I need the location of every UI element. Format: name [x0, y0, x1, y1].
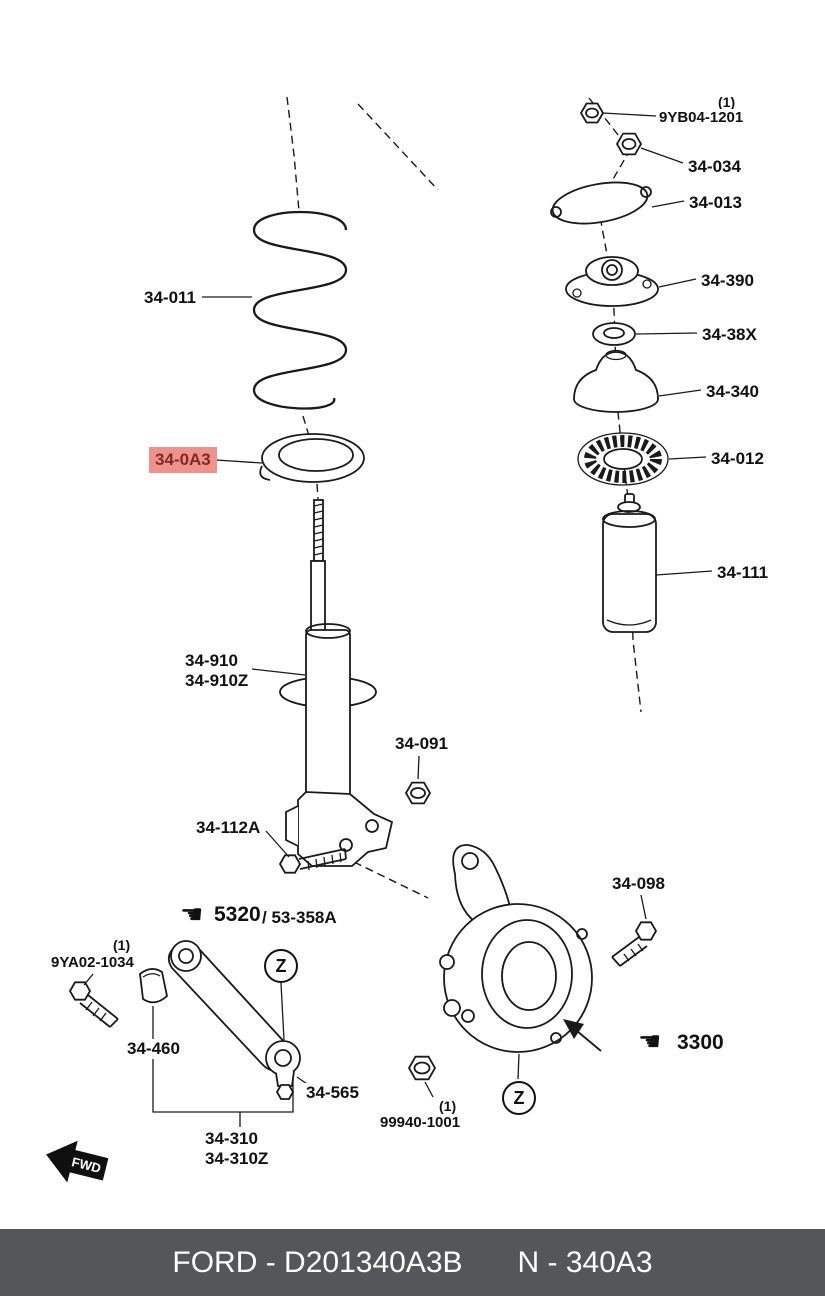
part-label-34-034[interactable]: 34-034 — [686, 157, 743, 177]
part-label-9yb04-1201[interactable]: 9YB04-1201 — [657, 109, 746, 127]
pointing-hand-icon: ☚ — [180, 899, 204, 929]
bushing-drawing-34-460 — [139, 968, 168, 1004]
bolt-drawing-9ya02 — [68, 981, 119, 1028]
fwd-direction-arrow: FWD — [46, 1140, 109, 1183]
part-qty-9yb04: (1) — [716, 94, 738, 111]
spring-seat-drawing-34-0a3 — [259, 433, 365, 483]
part-label-34-910z[interactable]: 34-910Z — [185, 670, 249, 690]
part-label-34-910[interactable]: 34-910 — [185, 651, 238, 670]
part-label-34-460[interactable]: 34-460 — [125, 1039, 182, 1059]
coil-spring-drawing — [252, 210, 348, 410]
footer-part-code-ford: FORD - D201340A3B — [172, 1245, 463, 1279]
nut-drawing-99940 — [407, 1055, 437, 1081]
lower-control-arm-drawing — [167, 940, 301, 1100]
pointing-hand-icon: ☚ — [638, 1026, 662, 1056]
knuckle-dust-shield-drawing — [439, 844, 593, 1053]
strut-mount-drawing — [565, 256, 659, 307]
washer-drawing-34-38x — [592, 322, 636, 346]
part-qty-9ya02: (1) — [111, 937, 133, 954]
leader-lines — [83, 112, 713, 1127]
zone-marker-z: Z — [502, 1081, 536, 1115]
footer-bar: FORD - D201340A3B N - 340A3 — [0, 1229, 825, 1296]
part-label-34-565[interactable]: 34-565 — [304, 1083, 361, 1103]
reference-arrow-3300 — [563, 1019, 602, 1052]
dust-boot-drawing — [573, 349, 659, 413]
part-label-34-310[interactable]: 34-310 — [205, 1129, 258, 1148]
bearing-ring-drawing-34-012 — [577, 432, 669, 486]
nut-drawing-34-091 — [404, 781, 432, 805]
part-label-99940-1001[interactable]: 99940-1001 — [378, 1114, 463, 1132]
part-label-3300[interactable]: 3300 — [675, 1031, 726, 1056]
part-label-34-310-group[interactable]: 34-310 34-310Z — [203, 1129, 271, 1169]
part-qty-99940: (1) — [437, 1098, 459, 1115]
part-label-34-340[interactable]: 34-340 — [704, 382, 761, 402]
part-label-5320[interactable]: 5320 — [212, 903, 263, 928]
part-label-34-112a[interactable]: 34-112A — [194, 818, 263, 838]
part-label-34-0a3[interactable]: 34-0A3 — [149, 447, 217, 473]
part-label-34-012[interactable]: 34-012 — [709, 449, 766, 469]
part-label-9ya02-1034[interactable]: 9YA02-1034 — [49, 954, 136, 972]
diagram-linework: FWD — [46, 96, 713, 1183]
bolt-drawing-34-098 — [611, 921, 658, 967]
mount-plate-drawing — [550, 181, 652, 225]
part-label-53-358a[interactable]: / 53-358A — [260, 908, 339, 928]
fwd-label: FWD — [70, 1154, 102, 1176]
part-label-34-910-group[interactable]: 34-910 34-910Z — [183, 651, 251, 691]
part-label-34-38x[interactable]: 34-38X — [700, 325, 759, 345]
bolt-drawing-34-112a — [278, 848, 347, 874]
shock-boot-drawing-34-111 — [602, 493, 657, 633]
nut-drawing-9yb04 — [579, 102, 605, 124]
strut-drawing — [279, 499, 394, 867]
part-label-34-013[interactable]: 34-013 — [687, 193, 744, 213]
part-label-34-011[interactable]: 34-011 — [142, 288, 198, 308]
part-label-34-310z[interactable]: 34-310Z — [205, 1148, 269, 1168]
part-label-34-098[interactable]: 34-098 — [610, 874, 667, 894]
footer-part-code-n: N - 340A3 — [517, 1245, 653, 1279]
nut-drawing-34-034 — [615, 132, 643, 156]
part-label-34-390[interactable]: 34-390 — [699, 271, 756, 291]
part-label-34-091[interactable]: 34-091 — [393, 734, 450, 754]
part-label-34-111[interactable]: 34-111 — [715, 563, 771, 583]
zone-marker-z: Z — [264, 949, 298, 983]
